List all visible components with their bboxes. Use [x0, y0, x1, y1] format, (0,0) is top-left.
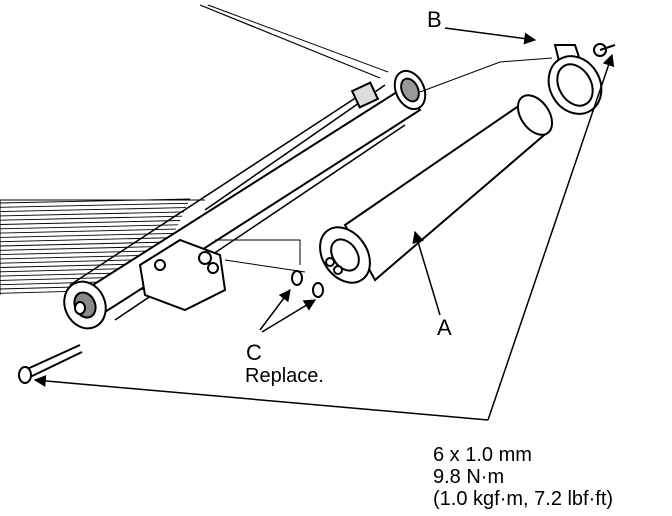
o-rings	[291, 270, 324, 298]
torque-alt-units: (1.0 kgf·m, 7.2 lbf·ft)	[433, 488, 614, 510]
condenser-fin	[0, 202, 189, 208]
callout-b: B	[427, 7, 442, 32]
clamp-bracket	[547, 43, 616, 115]
condenser-fin	[0, 232, 175, 238]
condenser-fin	[0, 207, 187, 213]
callout-a: A	[437, 315, 452, 340]
tank-end-cap	[63, 280, 107, 330]
condenser-fin	[0, 228, 177, 234]
long-bolt	[18, 344, 83, 384]
bolt-size: 6 x 1.0 mm	[433, 444, 532, 466]
bolt-spec: 6 x 1.0 mm 9.8 N·m (1.0 kgf·m, 7.2 lbf·f…	[433, 444, 613, 510]
condenser-fin	[0, 250, 167, 256]
condenser-fin	[0, 215, 183, 221]
receiver-dryer	[319, 94, 554, 284]
torque-nm: 9.8 N·m	[433, 466, 505, 488]
mounting-block	[138, 238, 306, 312]
callout-c-note: Replace.	[245, 365, 324, 387]
condenser-fin	[0, 245, 169, 251]
leader-lines	[33, 27, 615, 421]
condenser-fin	[0, 224, 179, 230]
condenser-fin	[0, 220, 181, 225]
condenser-fin	[0, 237, 173, 243]
condenser-fin	[0, 198, 191, 204]
condenser-fin	[0, 241, 171, 247]
condenser-fin	[0, 211, 185, 217]
callout-c: C	[246, 340, 262, 365]
tank-upper-cap	[350, 69, 427, 111]
condenser-fin	[0, 254, 165, 260]
